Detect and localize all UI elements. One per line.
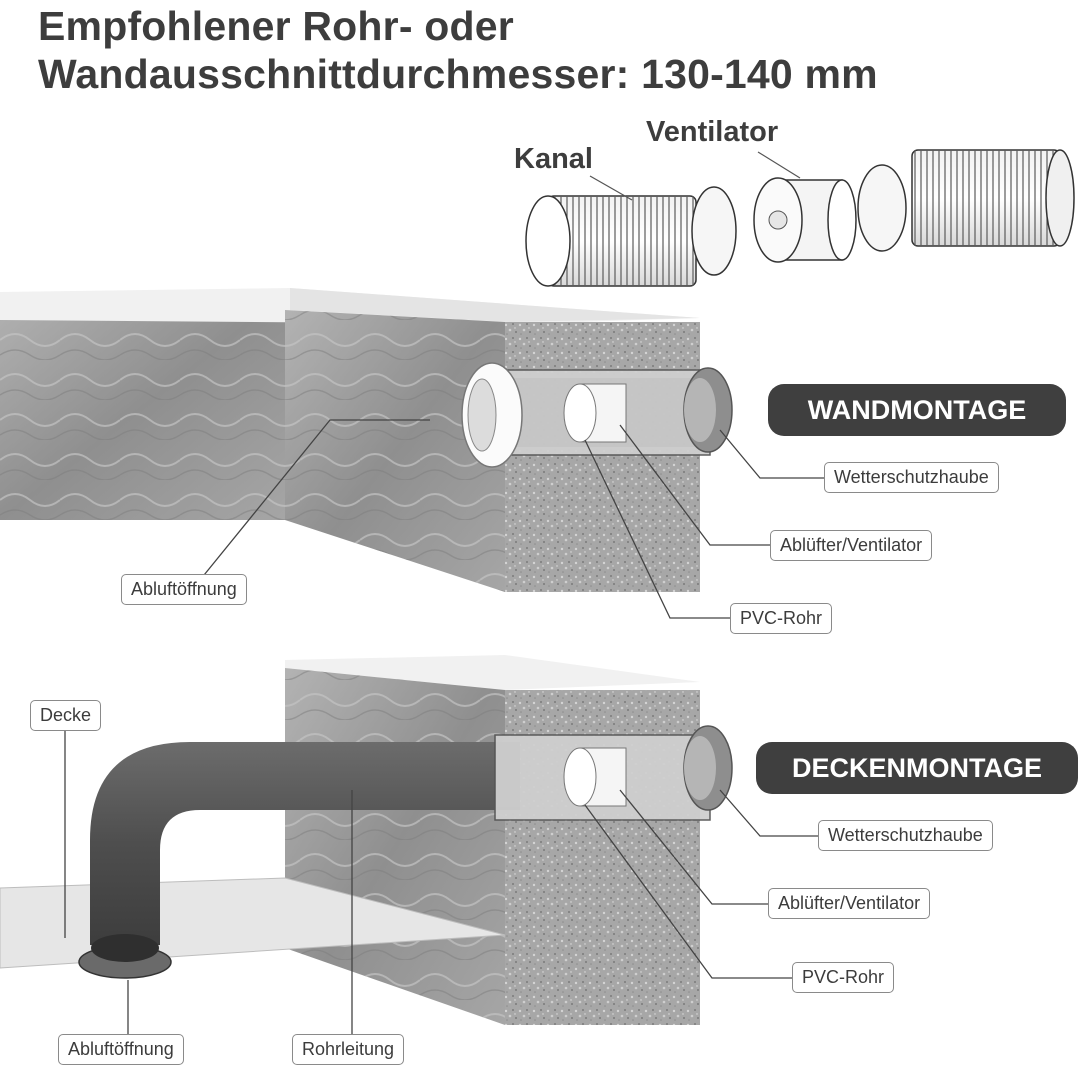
page-title: Empfohlener Rohr- oder Wandausschnittdur…: [38, 2, 878, 98]
label-ventilator: Ventilator: [646, 116, 779, 148]
title-line-2: Wandausschnittdurchmesser: 130-140 mm: [38, 51, 878, 97]
flex-duct-left: [525, 195, 697, 287]
callout-fan-ceiling: Ablüfter/Ventilator: [768, 888, 931, 919]
callout-outlet-ceiling: Abluftöffnung: [58, 1034, 184, 1065]
connector-ring-left: [691, 186, 737, 276]
callout-fan-wall: Ablüfter/Ventilator: [770, 530, 933, 561]
flex-duct-right: [911, 149, 1075, 247]
callout-weather-hood-ceiling: Wetterschutzhaube: [818, 820, 993, 851]
wall-mount-title: WANDMONTAGE: [768, 384, 1066, 436]
inline-fan: [753, 177, 857, 263]
label-kanal: Kanal: [514, 143, 593, 175]
title-line-1: Empfohlener Rohr- oder: [38, 3, 514, 49]
callout-outlet-wall: Abluftöffnung: [121, 574, 247, 605]
callout-pipe-ceiling: PVC-Rohr: [792, 962, 895, 993]
ceiling-mount-scene: [0, 655, 820, 1038]
exploded-parts: [525, 149, 1075, 287]
callout-weather-hood-wall: Wetterschutzhaube: [824, 462, 999, 493]
wall-mount-scene: [0, 288, 826, 619]
connector-ring-right: [857, 164, 907, 252]
callout-duct: Rohrleitung: [292, 1034, 405, 1065]
callout-ceiling: Decke: [30, 700, 102, 731]
callout-pipe-wall: PVC-Rohr: [730, 603, 833, 634]
ceiling-mount-title: DECKENMONTAGE: [756, 742, 1078, 794]
